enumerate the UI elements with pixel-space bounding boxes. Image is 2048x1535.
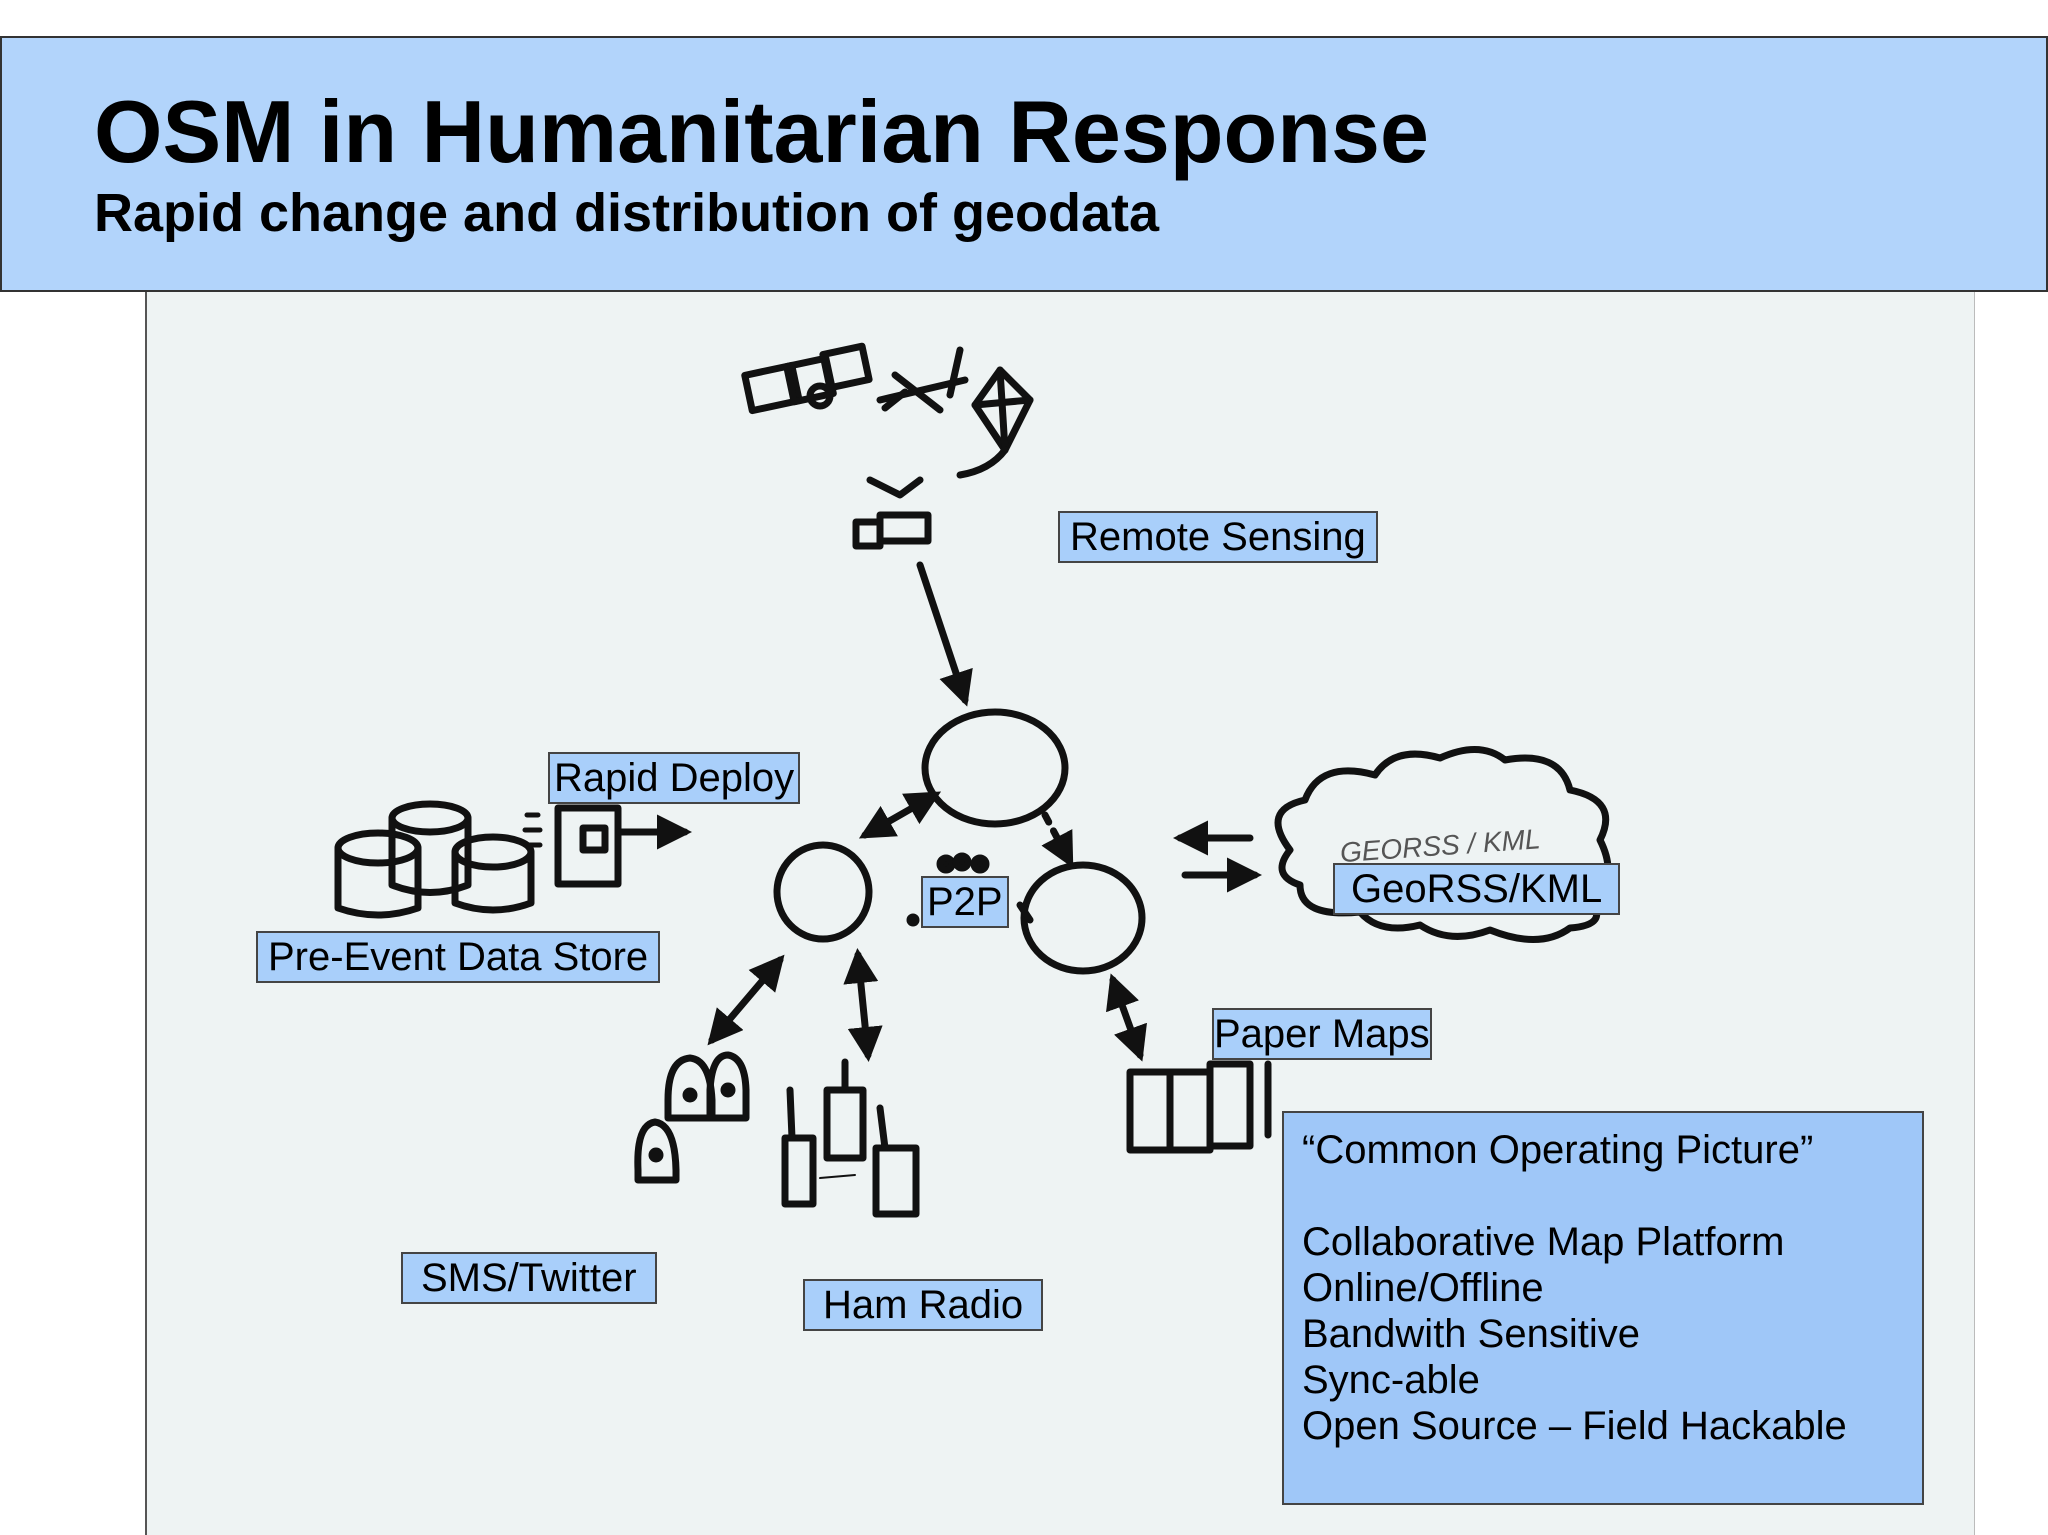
cloud-icon [1274,746,1612,943]
label-sms-twitter: SMS/Twitter [401,1252,657,1304]
node-right [1020,861,1146,975]
airplane-icon [876,346,969,414]
satellite-icon [741,342,873,415]
node-top [921,708,1069,828]
cop-heading: “Common Operating Picture” [1302,1128,1814,1172]
node-left [773,841,873,943]
cop-line: Bandwith Sensitive [1302,1312,1640,1356]
slide-header: OSM in Humanitarian Response Rapid chang… [0,36,2048,292]
cop-line: Open Source – Field Hackable [1302,1404,1847,1448]
label-georss-kml: GeoRSS/KML [1333,863,1621,915]
cell-phones-icon [634,1051,750,1184]
receiver-icon [852,511,932,550]
cop-line: Sync-able [1302,1358,1480,1402]
common-operating-picture-box: “Common Operating Picture” Collaborative… [1282,1111,1924,1505]
label-pre-event-data-store: Pre-Event Data Store [256,931,661,983]
cloud-handwriting: GEORSS / KML [1339,823,1541,868]
cop-line: Collaborative Map Platform [1302,1220,1785,1264]
database-cylinders-icon [334,800,535,919]
label-ham-radio: Ham Radio [803,1279,1044,1331]
rapid-deploy-device-icon [554,804,622,888]
cop-line: Online/Offline [1302,1266,1544,1310]
ham-radio-icon [781,1058,920,1218]
label-rapid-deploy: Rapid Deploy [548,752,801,804]
label-paper-maps: Paper Maps [1212,1008,1432,1060]
page-subtitle: Rapid change and distribution of geodata [94,183,1160,243]
kite-icon [956,366,1034,479]
paper-maps-icon [1126,1060,1272,1154]
label-remote-sensing: Remote Sensing [1058,511,1378,563]
label-p2p: P2P [921,876,1009,928]
page-title: OSM in Humanitarian Response [94,82,1429,181]
